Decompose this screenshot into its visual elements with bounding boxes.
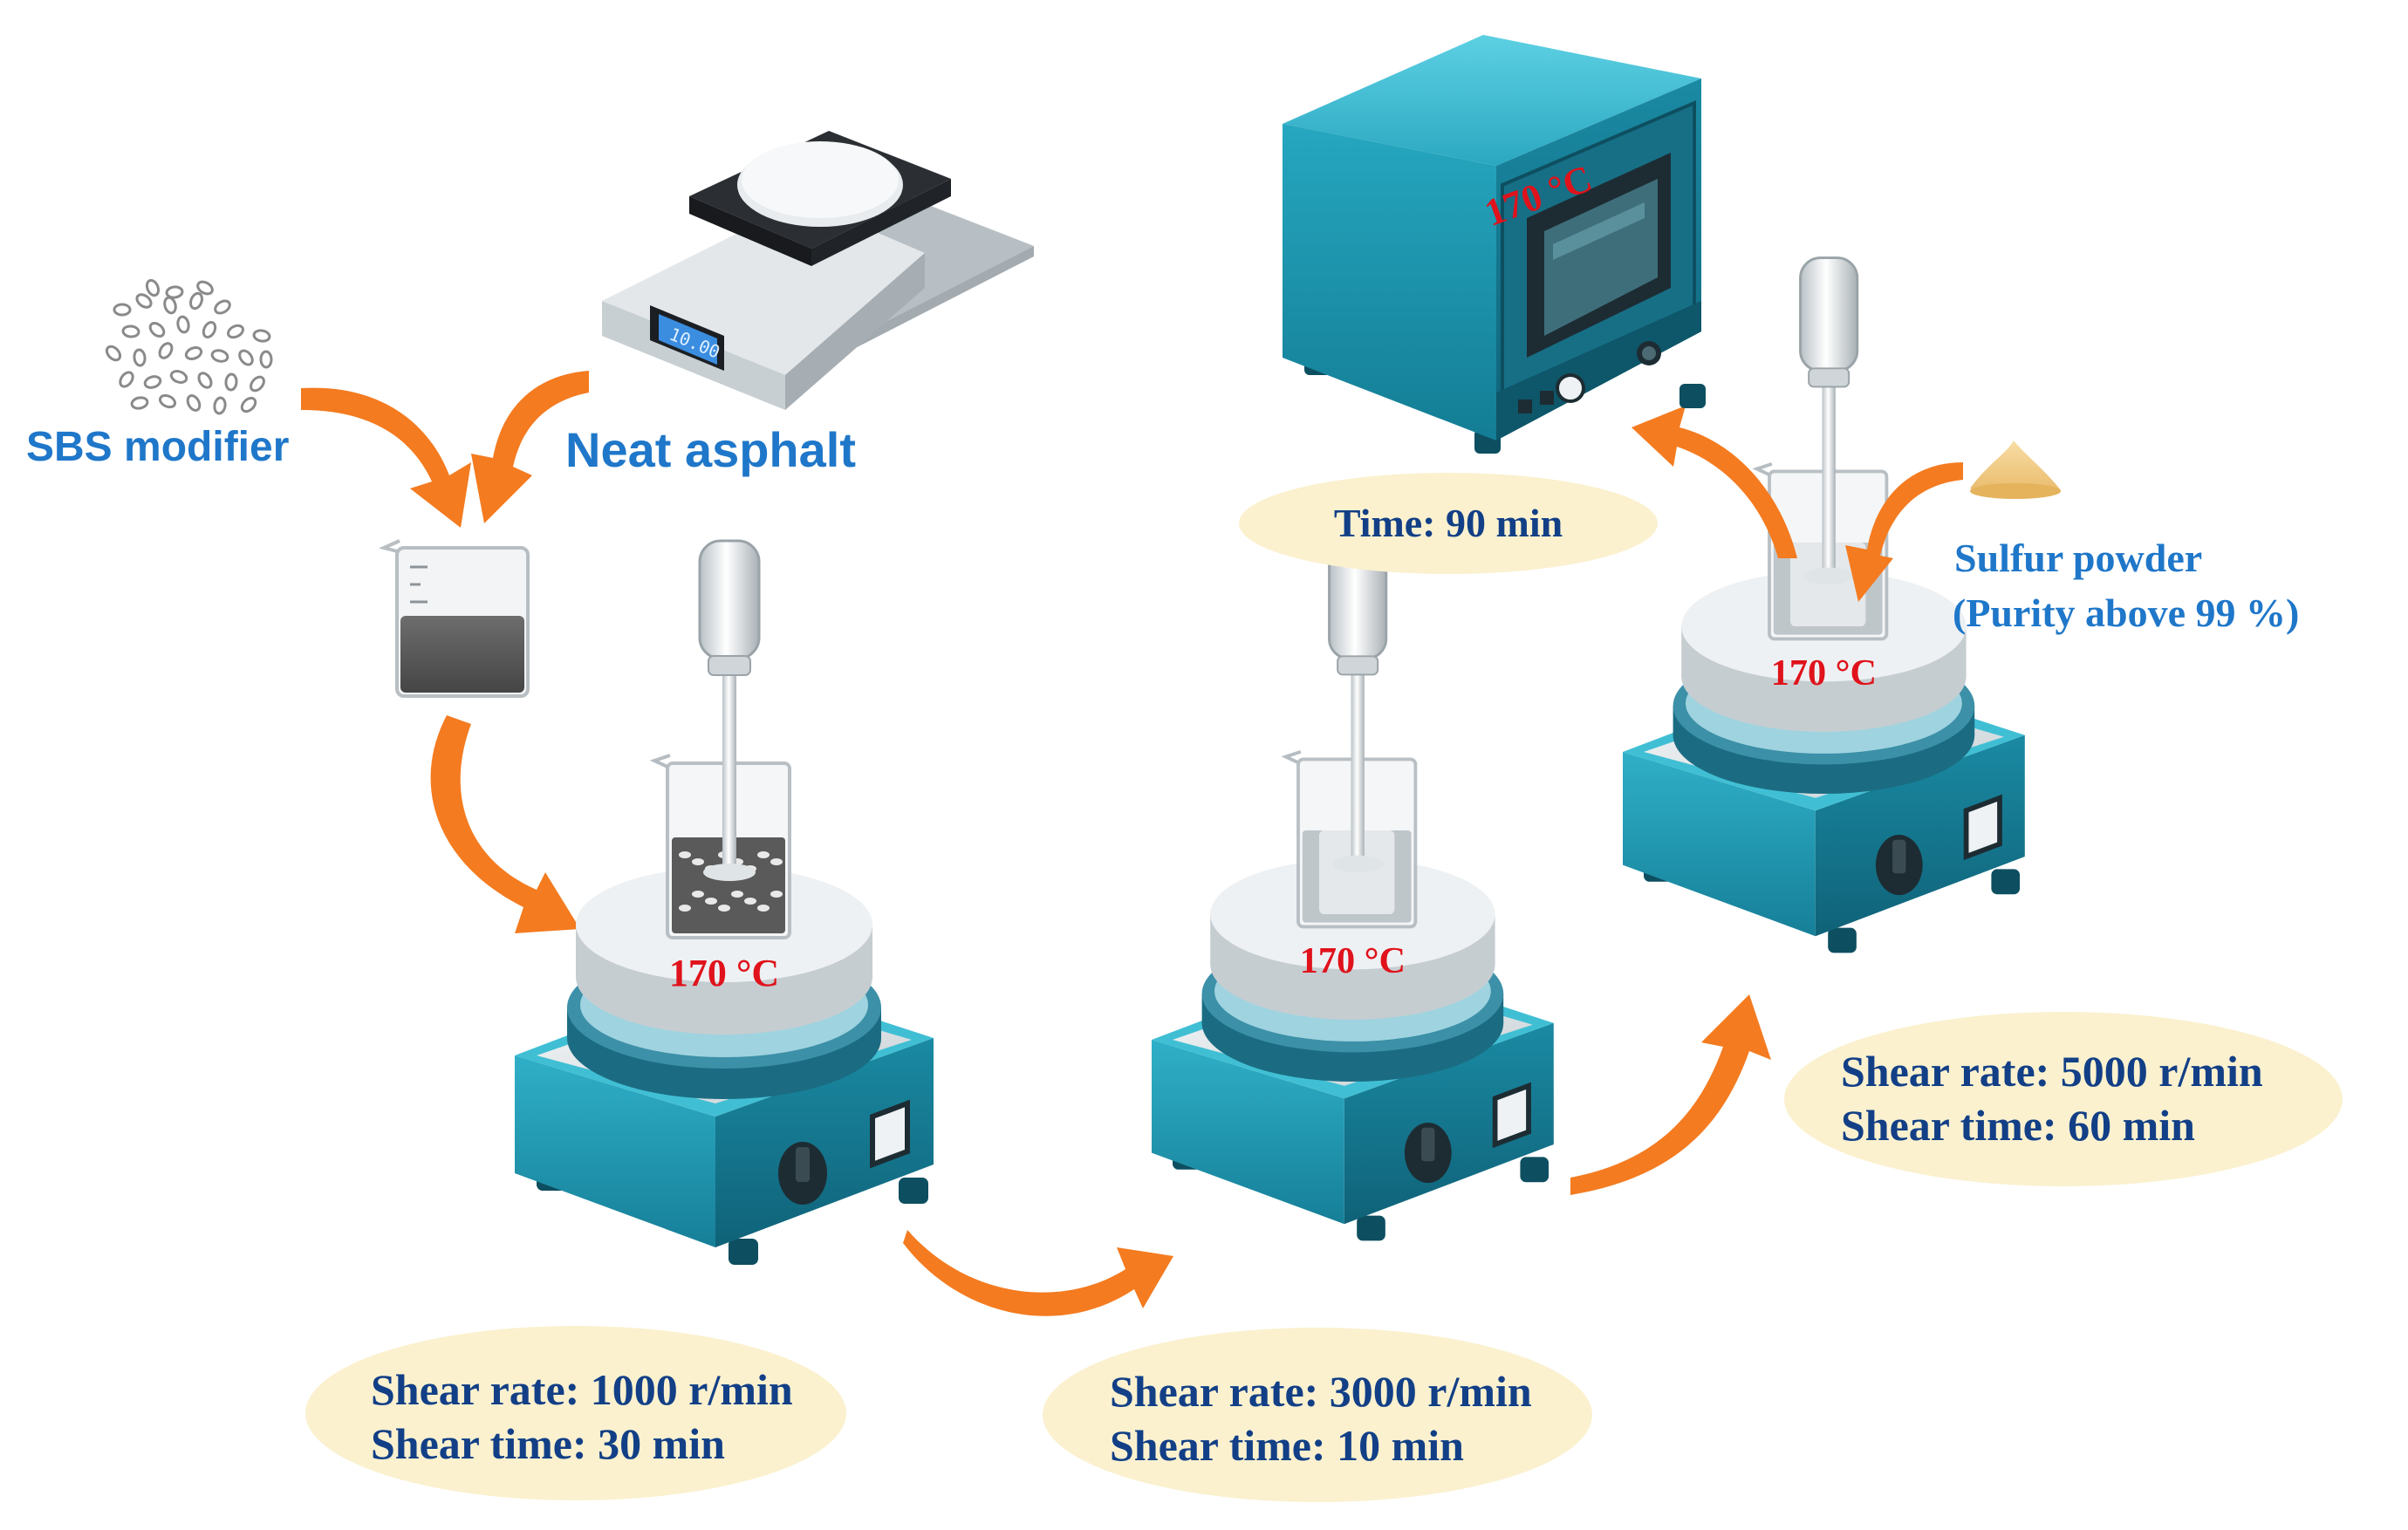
stage3-shear-time: Shear time: 60 min	[1841, 1101, 2195, 1150]
switch-icon	[1492, 1082, 1531, 1149]
switch-icon	[870, 1099, 910, 1169]
arrow-beaker-to-mixer1	[430, 715, 580, 933]
sulfur-purity-label: (Purity above 99 %)	[1953, 591, 2299, 635]
stage3-callout: Shear rate: 5000 r/min Shear time: 60 mi…	[1784, 1012, 2343, 1186]
oven-time-callout: Time: 90 min	[1239, 473, 1658, 574]
balance-icon: 10.00	[602, 131, 1034, 410]
oven-time-text: Time: 90 min	[1334, 501, 1563, 545]
stage2-shear-time: Shear time: 10 min	[1110, 1421, 1464, 1470]
stage1-callout: Shear rate: 1000 r/min Shear time: 30 mi…	[305, 1326, 846, 1500]
sulfur-powder-label: Sulfur powder	[1954, 536, 2202, 580]
stage3-shear-rate: Shear rate: 5000 r/min	[1841, 1047, 2263, 1096]
stage3-temperature: 170 °C	[1771, 652, 1877, 693]
stage2-shear-rate: Shear rate: 3000 r/min	[1110, 1367, 1532, 1416]
arrow-mixer3-to-oven	[1632, 406, 1797, 558]
arrow-mixer1-to-mixer2	[903, 1230, 1173, 1316]
sulfur-pile-icon	[1970, 441, 2061, 499]
switch-icon	[1963, 794, 2002, 861]
hot-plate-mixer-3: 170 °C	[1623, 256, 2025, 953]
hot-plate-mixer-2: 170 °C	[1152, 544, 1554, 1241]
arrow-mixer2-to-mixer3	[1570, 994, 1771, 1195]
beaker-icon	[379, 539, 530, 698]
oven-icon: 170 °C	[1283, 35, 1706, 454]
stage1-temperature: 170 °C	[669, 952, 779, 994]
sbs-modifier-label: SBS modifier	[26, 424, 289, 470]
arrow-asphalt-to-beaker	[471, 371, 589, 523]
neat-asphalt-label: Neat asphalt	[565, 422, 856, 477]
hot-plate-mixer-1: 170 °C	[515, 539, 934, 1265]
stage2-temperature: 170 °C	[1300, 940, 1406, 981]
sbs-granules-icon	[105, 278, 273, 415]
arrow-sulfur-to-mixer3	[1845, 462, 1963, 602]
stage1-shear-time: Shear time: 30 min	[371, 1419, 725, 1468]
stage2-callout: Shear rate: 3000 r/min Shear time: 10 mi…	[1043, 1328, 1592, 1502]
arrow-sbs-to-beaker	[301, 387, 471, 528]
stage1-shear-rate: Shear rate: 1000 r/min	[371, 1365, 793, 1414]
